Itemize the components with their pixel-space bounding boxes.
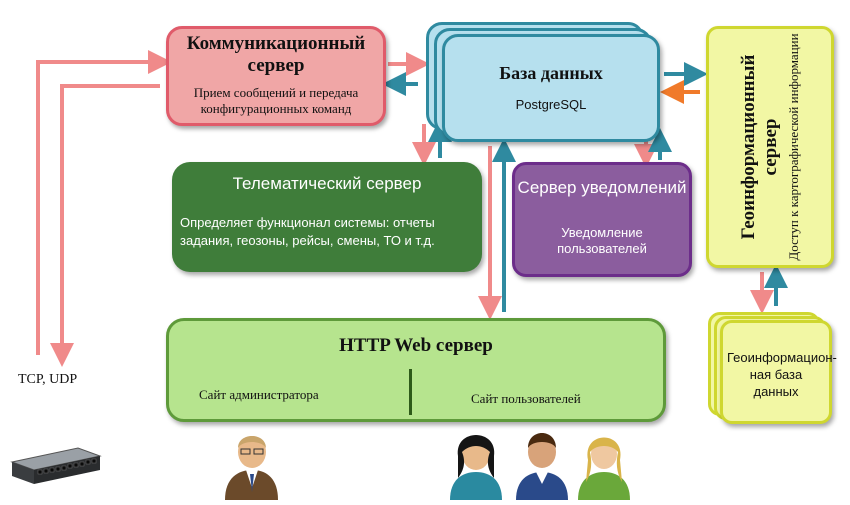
geo-geodb-connection xyxy=(750,264,788,314)
network-switch-icon xyxy=(10,447,102,484)
geo-server-title: Геоинформационный сервер xyxy=(738,54,781,240)
database-box: База данных PostgreSQL xyxy=(442,34,660,142)
admin-user-icon xyxy=(225,436,278,500)
geo-server-box: Геоинформационный сервер Доступ к картог… xyxy=(706,26,834,268)
geo-db-title: Геоинформацион-ная база данных xyxy=(727,350,837,399)
db-telematics-connection xyxy=(412,118,452,166)
database-subtitle: PostgreSQL xyxy=(515,97,587,112)
http-web-server-title: HTTP Web сервер xyxy=(339,335,493,356)
tcp-udp-connection xyxy=(36,50,172,367)
telematics-server-box: Телематический сервер Определяет функцио… xyxy=(172,162,482,272)
notification-server-box: Сервер уведомлений Уведомление пользоват… xyxy=(512,162,692,277)
db-http-connection xyxy=(478,138,516,320)
user-icon-1 xyxy=(450,435,502,500)
protocol-label: TCP, UDP xyxy=(18,372,78,387)
database-title: База данных xyxy=(499,63,603,83)
http-web-server-box: HTTP Web сервер Сайт администратора Сайт… xyxy=(166,318,666,422)
geo-db-box: Геоинформацион-ная база данных xyxy=(720,320,837,424)
admin-site-label: Сайт администратора xyxy=(199,387,319,402)
notification-server-subtitle: Уведомление пользователей xyxy=(557,225,647,256)
site-divider xyxy=(409,369,412,415)
telematics-server-subtitle: Определяет функционал системы: отчеты за… xyxy=(180,215,435,248)
user-icon-3 xyxy=(578,437,630,500)
user-icon-2 xyxy=(516,433,568,500)
telematics-server-title: Телематический сервер xyxy=(232,174,422,193)
communication-server-subtitle: Прием сообщений и передача конфигурацион… xyxy=(193,85,359,116)
geo-server-subtitle: Доступ к картографической информации xyxy=(786,33,801,261)
communication-server-title: Коммуникационный сервер xyxy=(186,33,366,76)
notification-server-title: Сервер уведомлений xyxy=(517,178,687,197)
db-geo-connection xyxy=(660,62,708,104)
comm-db-connection xyxy=(382,52,430,96)
communication-server-box: Коммуникационный сервер Прием сообщений … xyxy=(166,26,386,126)
user-site-label: Сайт пользователей xyxy=(471,391,581,406)
